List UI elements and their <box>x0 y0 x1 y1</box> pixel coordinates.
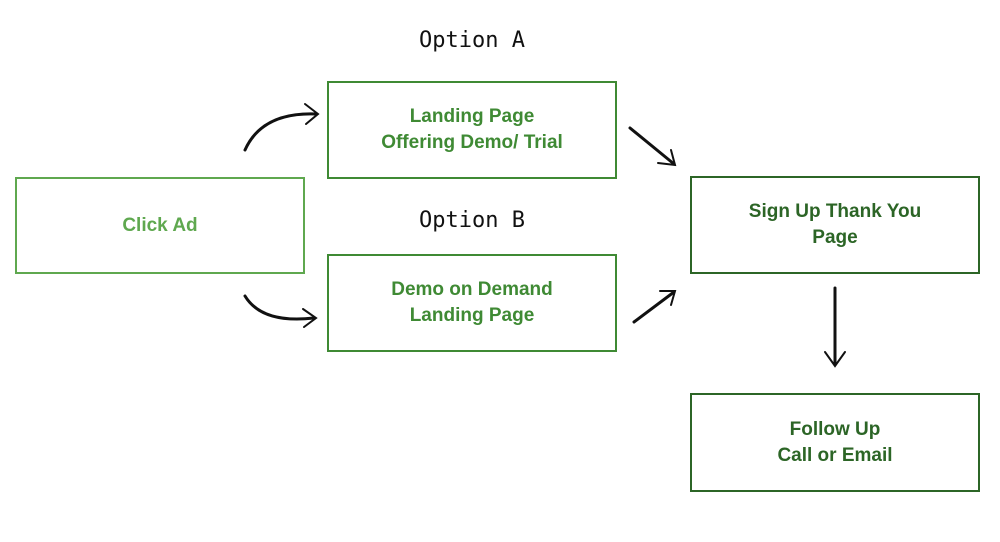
arrow-option-a-to-thank-you <box>628 126 677 167</box>
option-a-label: Option A <box>419 28 525 53</box>
follow-up-text: Follow Up Call or Email <box>777 418 893 466</box>
thank-you-text: Sign Up Thank You Page <box>748 201 922 248</box>
landing-page-option-b-node: Demo on Demand Landing Page <box>327 254 617 352</box>
thank-you-node: Sign Up Thank You Page <box>690 176 980 274</box>
option-b-label: Option B <box>419 208 525 233</box>
click-ad-node: Click Ad <box>15 177 305 274</box>
arrow-thank-you-to-follow-up <box>824 286 846 368</box>
follow-up-node: Follow Up Call or Email <box>690 393 980 492</box>
arrow-option-b-to-thank-you <box>632 290 677 324</box>
landing-page-option-a-node: Landing Page Offering Demo/ Trial <box>327 81 617 179</box>
arrow-click-to-option-b <box>243 294 318 328</box>
arrow-click-to-option-a <box>243 103 320 152</box>
landing-b-text: Demo on Demand Landing Page <box>391 279 553 326</box>
landing-a-text: Landing Page Offering Demo/ Trial <box>381 106 563 153</box>
click-ad-text: Click Ad <box>122 214 198 236</box>
